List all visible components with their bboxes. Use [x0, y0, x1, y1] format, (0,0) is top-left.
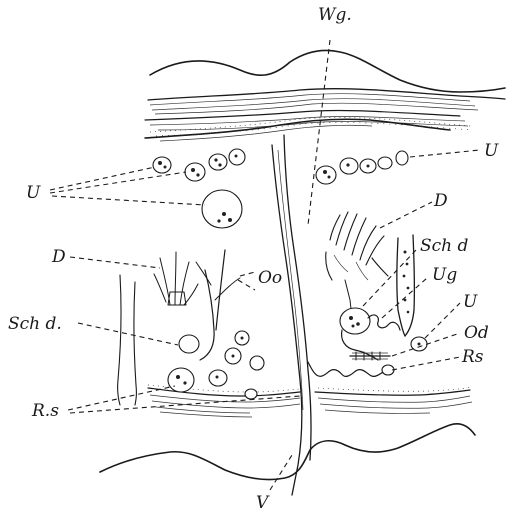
gland-cells-lower-left	[168, 331, 264, 399]
label-d-left: D	[51, 247, 66, 267]
vertical-tube-wall	[272, 135, 311, 495]
left-vertical-lines	[118, 275, 137, 405]
label-od: Od	[464, 323, 489, 343]
top-surface-contour	[150, 50, 505, 92]
right-spermatheca-duct	[397, 235, 415, 336]
label-schd-right: Sch d	[420, 236, 469, 256]
label-rs-right: Rs	[461, 347, 484, 367]
upper-hatched-layer	[145, 89, 505, 141]
oviduct-branches	[196, 250, 240, 360]
gland-cells-upper-right	[316, 151, 408, 184]
wg-dashed-leader	[308, 40, 330, 225]
label-v: V	[256, 493, 270, 513]
genital-complex	[308, 308, 427, 376]
label-rs-left: R.s	[31, 401, 59, 421]
label-u-left: U	[26, 183, 41, 203]
label-schd-left: Sch d.	[8, 314, 62, 334]
label-u-right-top: U	[484, 141, 499, 161]
label-wg: Wg.	[318, 5, 352, 25]
bottom-surface-contour	[100, 424, 475, 480]
label-d-right: D	[433, 191, 448, 211]
left-gland-tuft	[154, 252, 198, 305]
gland-cells-upper-left	[153, 149, 245, 228]
label-ug: Ug	[432, 265, 457, 285]
leader-lines	[50, 150, 480, 490]
label-u-right-mid: U	[463, 292, 478, 312]
label-oo: Oo	[258, 268, 282, 288]
